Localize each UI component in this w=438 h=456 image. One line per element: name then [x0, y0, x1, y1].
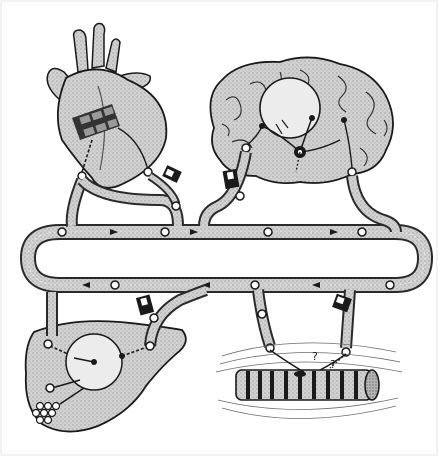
query-mark-2: ?: [330, 358, 336, 371]
circulation-loop: [28, 228, 425, 289]
muscle-fiber-icon: ? ?: [216, 343, 402, 419]
query-mark-1: ?: [312, 350, 318, 363]
muscle-connector: [258, 290, 352, 356]
liver-icon: [26, 321, 186, 431]
receptor-block-liver: [136, 294, 154, 315]
heart-icon: [47, 24, 166, 188]
receptor-block-heart: [162, 165, 182, 183]
